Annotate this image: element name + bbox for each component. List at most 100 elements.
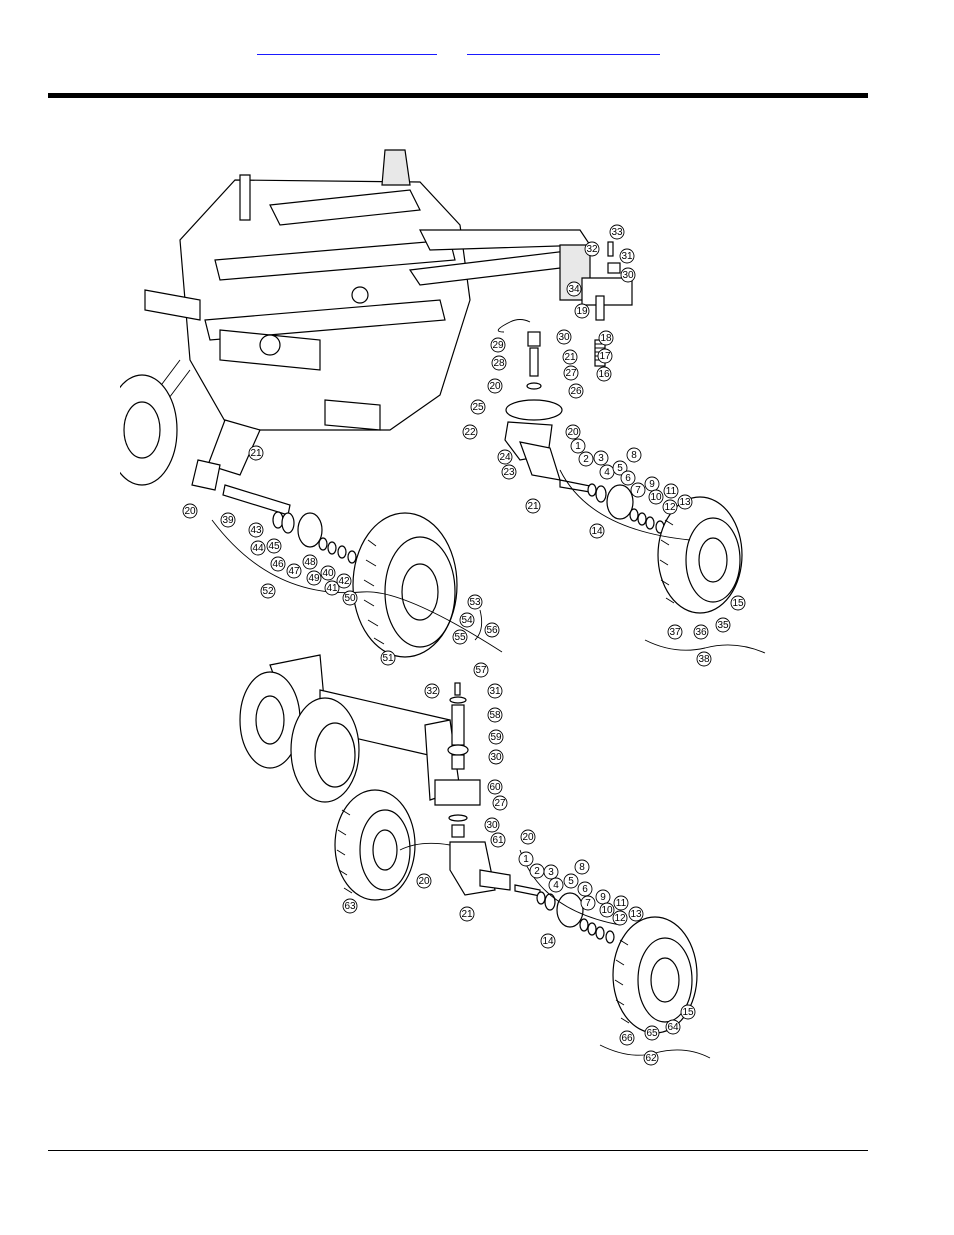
callout-c20d: 20 [520, 829, 536, 845]
callout-number: 6 [625, 473, 631, 484]
callout-c30d: 30 [484, 817, 500, 833]
callout-number: 12 [614, 913, 626, 924]
callout-number: 21 [461, 909, 473, 920]
lower-hub-parts [514, 884, 615, 944]
callout-number: 2 [583, 454, 589, 465]
callout-c32: 32 [584, 241, 600, 257]
callout-c49: 49 [306, 570, 322, 586]
callout-c6a: 6 [620, 470, 636, 486]
callout-number: 33 [611, 227, 623, 238]
callout-c21b: 21 [248, 445, 264, 461]
callout-c11b: 11 [613, 895, 629, 911]
callout-c66: 66 [619, 1030, 635, 1046]
callout-c8b: 8 [574, 859, 590, 875]
callout-number: 5 [568, 876, 574, 887]
callout-c21d: 21 [459, 906, 475, 922]
callout-number: 8 [579, 862, 585, 873]
callout-c1a: 1 [570, 438, 586, 454]
callout-c5a: 5 [612, 460, 628, 476]
callout-c3b: 3 [543, 864, 559, 880]
callout-c2b: 2 [529, 863, 545, 879]
callout-number: 43 [250, 525, 262, 536]
callout-number: 48 [304, 557, 316, 568]
callout-c12a: 12 [662, 499, 678, 515]
callout-number: 15 [732, 598, 744, 609]
callout-c27b: 27 [492, 795, 508, 811]
callout-number: 38 [698, 654, 710, 665]
callout-c21a: 21 [562, 349, 578, 365]
callout-number: 63 [344, 901, 356, 912]
callout-c26: 26 [568, 383, 584, 399]
rear-left-wheel-partial [120, 374, 178, 486]
callout-number: 28 [493, 358, 505, 369]
callout-c15b: 15 [680, 1004, 696, 1020]
callout-c29: 29 [490, 337, 506, 353]
callout-number: 8 [631, 450, 637, 461]
callout-c1b: 1 [518, 851, 534, 867]
exploded-view-drawing: 3332313034193018292117281627202625222024… [120, 149, 766, 1066]
callout-c30b: 30 [556, 329, 572, 345]
callout-number: 30 [558, 332, 570, 343]
callout-number: 52 [262, 586, 274, 597]
callout-number: 58 [489, 710, 501, 721]
callout-c10a: 10 [648, 489, 664, 505]
callout-number: 36 [695, 627, 707, 638]
callout-number: 39 [222, 515, 234, 526]
callout-c64: 64 [665, 1019, 681, 1035]
callout-number: 10 [650, 492, 662, 503]
callout-c20c: 20 [182, 503, 198, 519]
callout-number: 50 [344, 593, 356, 604]
callout-number: 22 [464, 427, 476, 438]
callout-c28: 28 [491, 355, 507, 371]
nav-link-1[interactable] [257, 40, 437, 55]
callout-number: 20 [522, 832, 534, 843]
callout-c54: 54 [459, 612, 475, 628]
callout-number: 40 [322, 568, 334, 579]
callout-number: 56 [486, 625, 498, 636]
callout-c61: 61 [490, 832, 506, 848]
callout-number: 15 [682, 1007, 694, 1018]
callout-c52: 52 [260, 583, 276, 599]
callout-number: 20 [184, 506, 196, 517]
callout-c33: 33 [609, 224, 625, 240]
callout-c7b: 7 [580, 895, 596, 911]
callout-c23: 23 [501, 464, 517, 480]
callout-c14a: 14 [589, 523, 605, 539]
callout-c60: 60 [487, 779, 503, 795]
callout-number: 44 [252, 543, 264, 554]
callout-number: 23 [503, 467, 515, 478]
callout-c44: 44 [250, 540, 266, 556]
nav-link-2[interactable] [467, 40, 660, 55]
callout-number: 3 [548, 867, 554, 878]
callout-number: 19 [576, 306, 588, 317]
lower-frame [269, 654, 481, 806]
callout-c37: 37 [667, 624, 683, 640]
callout-number: 13 [630, 909, 642, 920]
callout-c56: 56 [484, 622, 500, 638]
callout-number: 13 [679, 497, 691, 508]
callout-number: 9 [649, 479, 655, 490]
callout-c31b: 31 [487, 683, 503, 699]
callout-number: 21 [564, 352, 576, 363]
callout-c3a: 3 [593, 450, 609, 466]
callout-number: 27 [565, 368, 577, 379]
callout-c2a: 2 [578, 451, 594, 467]
callout-number: 20 [567, 427, 579, 438]
callout-number: 32 [586, 244, 598, 255]
left-spindle-arm [191, 419, 291, 516]
callout-c30c: 30 [488, 749, 504, 765]
callout-c10b: 10 [599, 902, 615, 918]
callout-c40: 40 [320, 565, 336, 581]
callout-c58: 58 [487, 707, 503, 723]
callout-number: 31 [621, 251, 633, 262]
callout-c14b: 14 [540, 933, 556, 949]
callout-number: 14 [591, 526, 603, 537]
callout-c35: 35 [715, 617, 731, 633]
callout-number: 1 [575, 441, 581, 452]
left-hub-parts [272, 511, 357, 564]
callout-number: 11 [666, 486, 677, 497]
callout-c19: 19 [574, 303, 590, 319]
callout-c5b: 5 [563, 873, 579, 889]
lower-caster-wheel [612, 916, 698, 1034]
callout-c12b: 12 [612, 910, 628, 926]
